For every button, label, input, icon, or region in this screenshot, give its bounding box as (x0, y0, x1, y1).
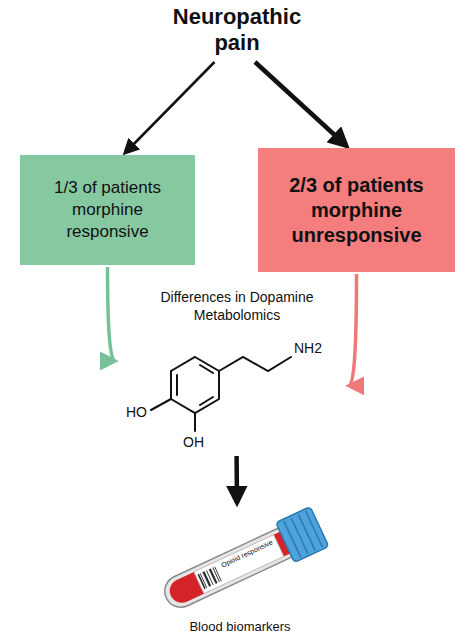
tube-sticker-text: Opioid responsive (218, 538, 276, 571)
process-box: 2/3 of patients morphine unresponsive (258, 148, 455, 272)
arrow-connector (255, 62, 347, 146)
heading-text: Neuropathic pain (162, 4, 312, 56)
annotation-text: Differences in Dopamine Metabolomics (132, 288, 342, 324)
arrow-connector (349, 274, 357, 386)
tube-node: Opioid responsiveBlood biomarkers (140, 505, 340, 637)
caption-text: Blood biomarkers (140, 619, 340, 635)
atom-label: HO (126, 404, 147, 420)
molecule-node: NH2HO OH (117, 330, 347, 454)
arrow-connector (108, 267, 116, 361)
atom-label: OH (183, 434, 204, 450)
box-text: 1/3 of patients morphine responsive (30, 177, 185, 243)
atom-label: NH2 (294, 340, 322, 356)
process-box: 1/3 of patients morphine responsive (20, 155, 195, 265)
arrow-connector (234, 456, 239, 503)
dopamine-structure (151, 357, 291, 431)
box-text: 2/3 of patients morphine unresponsive (268, 173, 445, 248)
blood-tube (157, 507, 329, 618)
arrow-connector (125, 62, 215, 153)
title-node: Neuropathic pain (162, 4, 312, 60)
